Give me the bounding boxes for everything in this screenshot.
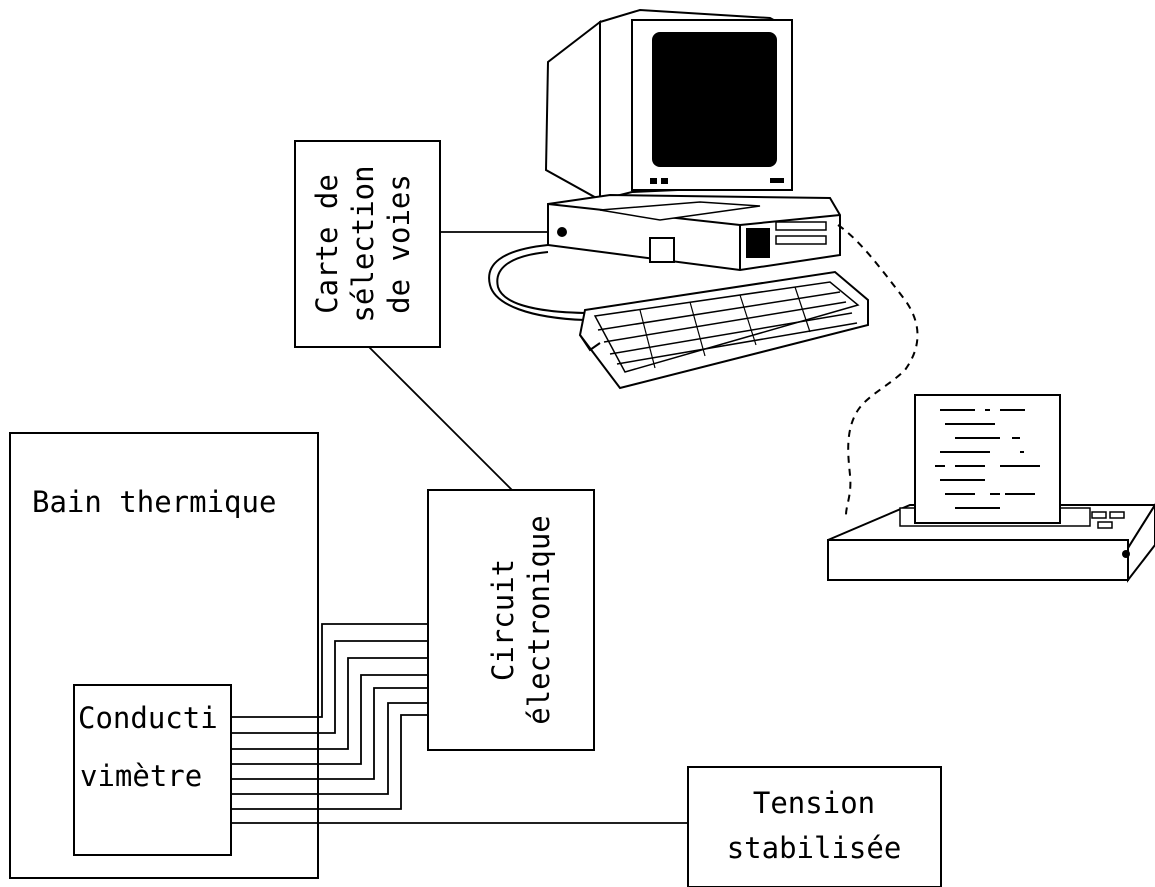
signal-wires (231, 623, 428, 810)
circuit-label-line1: Circuit (486, 559, 520, 681)
electronic-circuit-block: Circuit électronique (427, 489, 595, 751)
stabilized-power-supply-block: Tension stabilisée (687, 766, 942, 887)
card-circuit-wire (368, 346, 513, 491)
power-supply-label-line1: Tension (753, 786, 875, 820)
card-label-line3: de voies (382, 174, 416, 314)
power-supply-label-line2: stabilisée (727, 831, 902, 865)
conductimeter-block: Conducti vimètre (73, 684, 232, 856)
card-label-line1: Carte de (310, 174, 344, 314)
channel-selection-card-block: Carte de sélection de voies (294, 140, 441, 348)
circuit-label-line2: électronique (522, 515, 556, 725)
printer-icon (827, 394, 1155, 583)
conductimeter-label-line1: Conducti (78, 701, 218, 735)
conductimeter-label-line2: vimètre (80, 759, 202, 793)
thermal-bath-label: Bain thermique (32, 485, 276, 519)
printer-cable (837, 224, 919, 516)
card-label-line2: sélection (346, 165, 380, 322)
desktop-computer-icon (488, 8, 869, 390)
